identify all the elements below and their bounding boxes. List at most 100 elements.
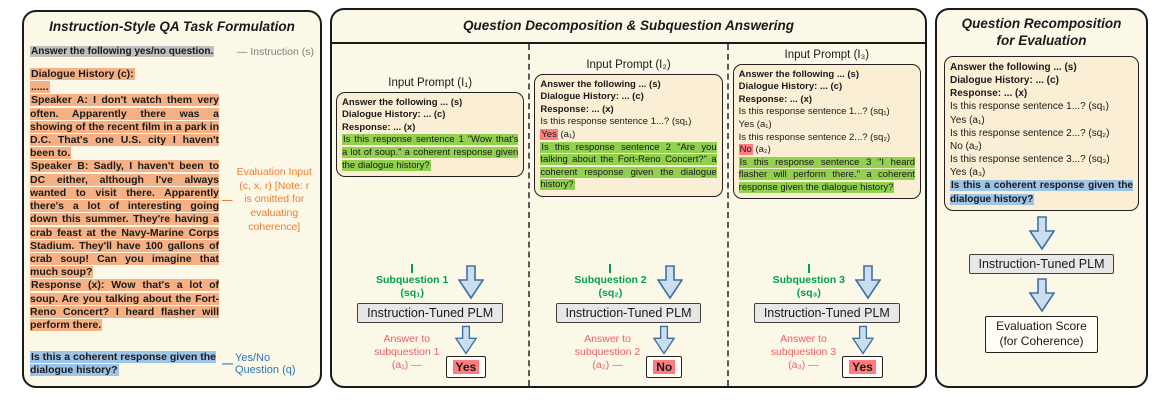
- down-arrow-icon: [454, 325, 477, 355]
- answer-stack-1: Yes: [445, 325, 487, 378]
- answer-label-group-3: Answer to subquestion 3 (a₃) —: [771, 333, 836, 378]
- speaker-b-label: Speaker B:: [31, 160, 89, 173]
- final-question-wrap: Is this a coherent response given the di…: [950, 179, 1133, 205]
- prompt-line-c: Dialogue History: ... (c): [950, 74, 1059, 86]
- plm-box-3: Instruction-Tuned PLM: [753, 303, 900, 323]
- answer-row-1: Answer to subquestion 1 (a₁) — Yes: [336, 325, 524, 378]
- coherence-question-text: Is this a coherent response given the di…: [30, 350, 216, 377]
- history-a2: No (a₂): [950, 140, 982, 152]
- input-prompt-title-1: Input Prompt (I₁): [388, 76, 473, 89]
- answer-value-3: Yes: [849, 360, 876, 374]
- history-q1: Is this response sentence 1...? (sq₁): [950, 101, 1110, 113]
- subquestion-2-label: Subquestion 2: [574, 273, 647, 286]
- score-line1: Evaluation Score: [996, 318, 1087, 333]
- history-q2: Is this response sentence 2...? (sq₂): [950, 127, 1110, 139]
- answer-label-group-1: Answer to subquestion 1 (a₁) —: [374, 333, 439, 378]
- middle-title-bar: Question Decomposition & Subquestion Ans…: [332, 10, 925, 44]
- yes-no-question-label-group: — Yes/No Question (q): [222, 352, 314, 376]
- prompt-area-1: Input Prompt (I₁) Answer the following .…: [336, 49, 525, 178]
- response-turn: Response (x): Wow that's a lot of soup. …: [30, 279, 219, 332]
- answer-label-line2: subquestion 2: [574, 345, 641, 358]
- right-title-line2: for Evaluation: [996, 32, 1087, 48]
- speaker-a-text: I don't watch them very often. Apparentl…: [30, 94, 219, 160]
- final-question-text: Is this a coherent response given the di…: [950, 180, 1133, 205]
- history-a3: Yes (a₃): [950, 167, 986, 179]
- history-q3: Is this response sentence 3...? (sq₃): [950, 154, 1110, 166]
- prompt-line-x: Response: ... (x): [540, 103, 614, 115]
- down-arrow-icon: [1028, 216, 1055, 251]
- connector-dash: —: [222, 194, 233, 207]
- column-subquestion-3: Input Prompt (I₃) Answer the following .…: [726, 43, 925, 386]
- prompt-line-c: Dialogue History: ... (c): [342, 109, 446, 121]
- input-prompt-box-1: Answer the following ... (s) Dialogue Hi…: [336, 91, 525, 178]
- prompt-area-2: Input Prompt (I₂) Answer the following .…: [534, 49, 723, 197]
- history-a1: Yes (a₁): [950, 114, 985, 126]
- answer-label-line1: Answer to: [383, 332, 431, 345]
- recomposed-prompt-box: Answer the following ... (s) Dialogue Hi…: [944, 55, 1139, 211]
- yes-no-question-row: Is this a coherent response given the di…: [30, 350, 314, 378]
- connector-tick: [807, 263, 810, 273]
- panel-task-formulation: Instruction-Style QA Task Formulation An…: [22, 10, 322, 388]
- down-arrow-icon: [656, 264, 683, 300]
- answer-label-line2: subquestion 1: [374, 345, 440, 358]
- subquestion-label-row-3: Subquestion 3 (sq₃): [733, 260, 921, 300]
- left-panel-title: Instruction-Style QA Task Formulation: [49, 19, 295, 34]
- subquestion-1-text-wrap: Is this response sentence 1 "Wow that's …: [342, 134, 519, 172]
- subquestion-2-text-wrap: Is this response sentence 2 "Are you tal…: [540, 141, 717, 192]
- down-arrow-icon: [653, 325, 676, 355]
- answer-row-3: Answer to subquestion 3 (a₃) — Yes: [733, 325, 921, 378]
- prompt-line-s: Answer the following ... (s): [342, 96, 463, 108]
- subquestion-3-var: (sq₃): [796, 286, 821, 299]
- prompt-line-s: Answer the following ... (s): [540, 78, 661, 90]
- speaker-a-label: Speaker A:: [31, 94, 88, 107]
- subquestion-1-label: Subquestion 1: [375, 273, 449, 286]
- panel-decomposition: Question Decomposition & Subquestion Ans…: [330, 8, 927, 388]
- subquestion-3-text-wrap: Is this response sentence 3 "I heard fla…: [738, 156, 915, 195]
- dialogue-history-row: Dialogue History (c): ...... Speaker A: …: [30, 67, 314, 332]
- yes-no-question-label: Yes/No Question (q): [235, 352, 296, 377]
- history-a1: Yes (a₁): [540, 129, 716, 142]
- prompt-area-3: Input Prompt (I₃) Answer the following .…: [732, 48, 921, 200]
- prompt-line-x: Response: ... (x): [342, 121, 416, 133]
- answer-box-1: Yes: [445, 356, 487, 378]
- subquestion-3-label: Subquestion 3: [772, 273, 845, 286]
- dialogue-history-block: Dialogue History (c): ...... Speaker A: …: [30, 67, 219, 332]
- subquestion-3-label-group: Subquestion 3 (sq₃): [772, 263, 845, 300]
- plm-box-2: Instruction-Tuned PLM: [555, 303, 702, 323]
- answer-value-2: No: [653, 360, 676, 374]
- instruction-row: Answer the following yes/no question. — …: [30, 46, 314, 58]
- history-q1: Is this response sentence 1...? (sq₁): [540, 116, 692, 128]
- subquestion-1-label-group: Subquestion 1 (sq₁): [375, 263, 449, 300]
- answer-value-1: Yes: [452, 360, 480, 374]
- answer-box-2: No: [646, 356, 683, 378]
- subquestion-3-text: Is this response sentence 3 "I heard fla…: [738, 156, 915, 193]
- subquestion-2-text: Is this response sentence 2 "Are you tal…: [540, 141, 717, 191]
- evaluation-flow: Instruction-Tuned PLM Evaluation Score (…: [944, 215, 1139, 353]
- subquestion-2-var: (sq₂): [598, 286, 623, 299]
- coherence-question: Is this a coherent response given the di…: [30, 350, 219, 378]
- instruction-label: — Instruction (s): [236, 45, 314, 58]
- history-a1-value: Yes: [540, 129, 558, 140]
- down-arrow-icon: [1028, 278, 1055, 313]
- input-prompt-box-3: Answer the following ... (s) Dialogue Hi…: [732, 63, 921, 200]
- speaker-a-turn: Speaker A: I don't watch them very often…: [30, 94, 219, 160]
- input-prompt-title-2: Input Prompt (I₂): [586, 58, 671, 71]
- subquestion-1-var: (sq₁): [400, 286, 424, 299]
- down-arrow-icon: [851, 325, 874, 355]
- instruction-text: Answer the following yes/no question.: [30, 46, 215, 58]
- prompt-line-c: Dialogue History: ... (c): [540, 91, 644, 103]
- connector-tick: [609, 263, 612, 273]
- column-subquestion-1: Input Prompt (I₁) Answer the following .…: [332, 44, 528, 386]
- answer-label-line2: subquestion 3: [770, 345, 837, 358]
- history-q2: Is this response sentence 2...? (sq₂): [738, 131, 891, 143]
- input-prompt-title-3: Input Prompt (I₃): [784, 48, 870, 61]
- plm-box-1: Instruction-Tuned PLM: [357, 303, 504, 323]
- middle-body: Input Prompt (I₁) Answer the following .…: [332, 43, 925, 386]
- subquestion-label-row-2: Subquestion 2 (sq₂): [534, 260, 722, 300]
- history-a1-var: (a₁): [557, 129, 576, 140]
- speaker-b-turn: Speaker B: Sadly, I haven't been to DC e…: [30, 160, 219, 279]
- response-text: Wow that's a lot of soup. Are you talkin…: [30, 279, 219, 332]
- score-line2: (for Coherence): [999, 334, 1084, 349]
- down-arrow-icon: [854, 264, 881, 300]
